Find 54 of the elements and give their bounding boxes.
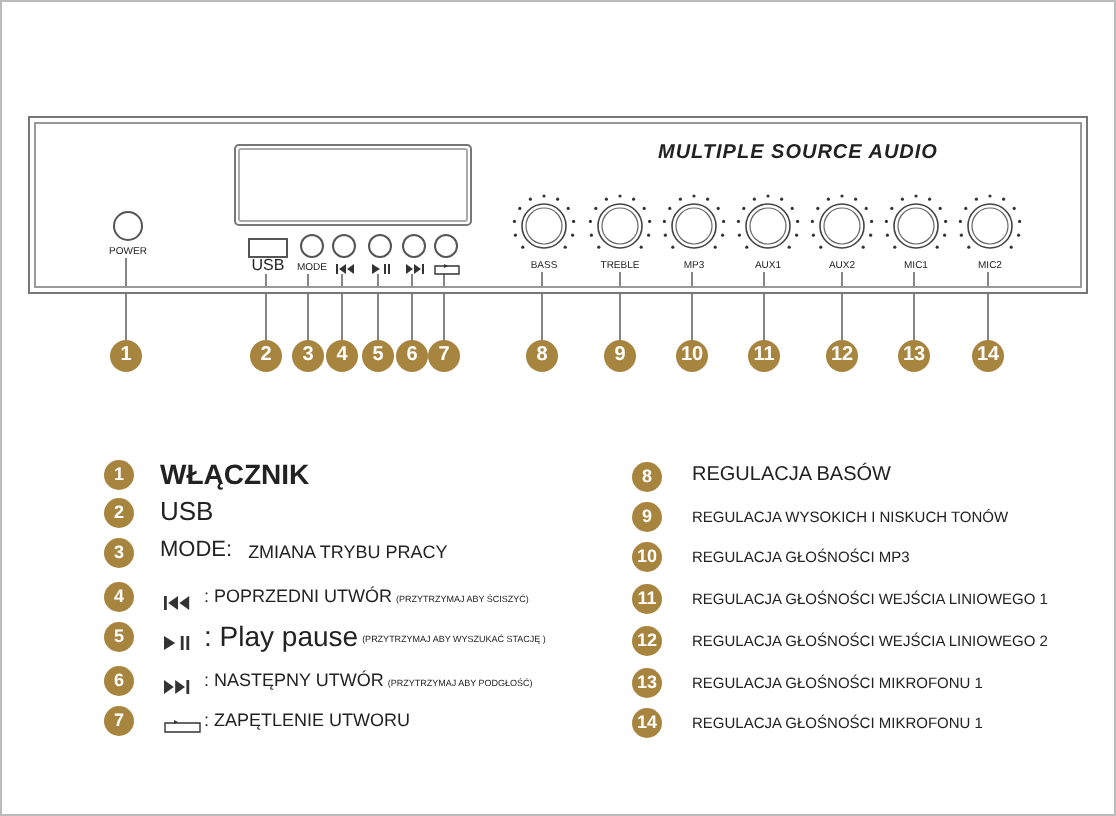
item-description: WŁĄCZNIK	[160, 457, 310, 490]
item-description: : NASTĘPNY UTWÓR	[204, 669, 384, 690]
callout-number: 2	[104, 498, 134, 528]
item-description: MODE:	[160, 538, 233, 563]
item-description: : ZAPĘTLENIE UTWORU	[204, 709, 411, 730]
leader-line	[619, 271, 621, 341]
callout-number: 6	[396, 340, 428, 372]
control-label: USB	[251, 258, 285, 274]
callout-number: 11	[632, 584, 662, 614]
leader-line	[987, 271, 989, 341]
callout-number: 5	[104, 622, 134, 652]
leader-line	[307, 273, 309, 341]
front-panel	[28, 116, 1088, 294]
callout-number: 10	[676, 340, 708, 372]
callout-number: 2	[250, 340, 282, 372]
item-description: USB	[160, 496, 214, 527]
callout-number: 3	[104, 538, 134, 568]
callout-number: 8	[526, 340, 558, 372]
leader-line	[541, 271, 543, 341]
callout-number: 13	[632, 668, 662, 698]
leader-line	[125, 257, 127, 341]
callout-number: 11	[748, 340, 780, 372]
callout-number: 4	[104, 582, 134, 612]
item-description: REGULACJA BASÓW	[692, 464, 891, 486]
callout-number: 4	[326, 340, 358, 372]
leader-line	[913, 271, 915, 341]
callout-number: 7	[104, 706, 134, 736]
leader-line	[341, 273, 343, 341]
leader-line	[763, 271, 765, 341]
callout-number: 13	[898, 340, 930, 372]
callout-number: 9	[604, 340, 636, 372]
callout-number: 3	[292, 340, 324, 372]
leader-line	[377, 273, 379, 341]
leader-line	[265, 273, 267, 341]
callout-number: 5	[362, 340, 394, 372]
leader-line	[841, 271, 843, 341]
callout-number: 8	[632, 462, 662, 492]
panel-title: MULTIPLE SOURCE AUDIO	[658, 142, 938, 164]
callout-number: 6	[104, 666, 134, 696]
callout-number: 14	[632, 708, 662, 738]
note-text: ZMIANA TRYBU PRACY	[248, 541, 448, 562]
callout-number: 1	[110, 340, 142, 372]
callout-number: 10	[632, 542, 662, 572]
callout-number: 1	[104, 460, 134, 490]
leader-line	[443, 273, 445, 341]
callout-number: 9	[632, 502, 662, 532]
callout-number: 7	[428, 340, 460, 372]
callout-number: 12	[826, 340, 858, 372]
callout-number: 12	[632, 626, 662, 656]
item-description: : POPRZEDNI UTWÓR	[204, 585, 392, 606]
leader-line	[691, 271, 693, 341]
item-description: : Play pause	[204, 619, 359, 652]
callout-number: 14	[972, 340, 1004, 372]
leader-line	[411, 273, 413, 341]
